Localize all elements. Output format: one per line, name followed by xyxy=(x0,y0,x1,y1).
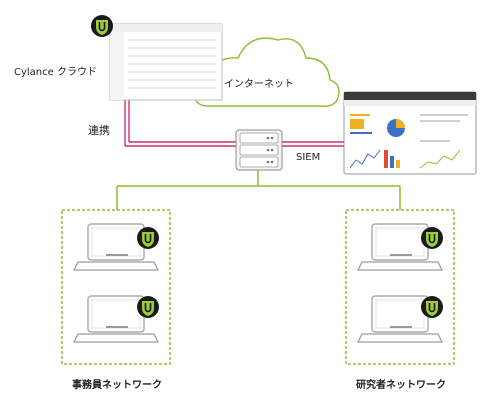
server-icon xyxy=(235,129,283,171)
integration-links xyxy=(124,100,344,147)
cylance-console-window xyxy=(109,23,223,101)
cylance-shield-icon xyxy=(136,226,160,250)
office-network-group xyxy=(61,209,171,365)
integration-label: 連携 xyxy=(88,124,110,137)
cylance-shield-icon xyxy=(420,226,444,250)
network-lines xyxy=(116,170,401,210)
cylance-shield-icon xyxy=(136,295,160,319)
research-network-group xyxy=(345,209,455,365)
siem-label: SIEM xyxy=(296,152,321,163)
cylance-cloud-label: Cylance クラウド xyxy=(14,67,97,78)
cylance-shield-icon xyxy=(420,295,444,319)
cylance-shield-icon xyxy=(90,14,114,38)
research-network-label: 研究者ネットワーク xyxy=(356,380,446,391)
office-network-label: 事務員ネットワーク xyxy=(72,380,162,391)
siem-dashboard-window xyxy=(343,91,477,175)
internet-label: インターネット xyxy=(224,79,294,90)
